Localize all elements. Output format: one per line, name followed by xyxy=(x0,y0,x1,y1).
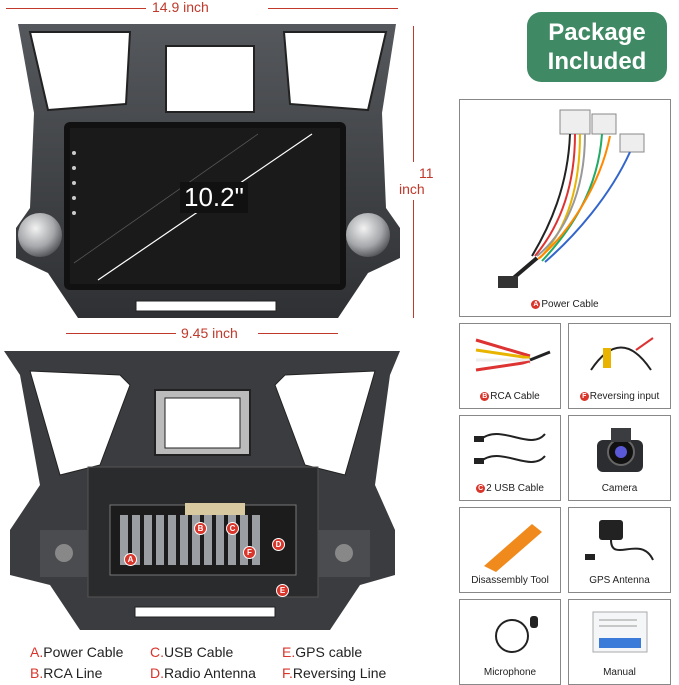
card-camera: Camera xyxy=(568,415,671,501)
back-marker-b: B xyxy=(194,522,207,535)
back-marker-c: C xyxy=(226,522,239,535)
screen-size-label: 10.2" xyxy=(180,182,248,213)
disassembly-tool-image xyxy=(484,524,542,572)
back-marker-f: F xyxy=(243,546,256,559)
height-dimension-number: 11 xyxy=(419,165,434,181)
disassembly-tool-caption: Disassembly Tool xyxy=(471,575,549,586)
power-cable-image xyxy=(498,109,645,288)
legend-item-b: B.RCA Line xyxy=(30,665,103,681)
camera-image xyxy=(597,428,643,472)
back-frame-illustration xyxy=(4,351,400,630)
usb-cable-image xyxy=(474,433,546,464)
height-dimension-line-bottom xyxy=(413,200,414,318)
rca-cable-image xyxy=(475,338,551,382)
height-dimension-unit: inch xyxy=(399,181,425,197)
manual-caption: Manual xyxy=(603,667,636,678)
screen-width-line-right xyxy=(258,333,338,334)
card-disassembly-tool: Disassembly Tool xyxy=(459,507,561,593)
microphone-image xyxy=(495,616,538,653)
back-marker-e: E xyxy=(276,584,289,597)
front-bezel-illustration xyxy=(16,24,400,318)
width-dimension-line-left xyxy=(6,8,146,9)
width-dimension-line-right xyxy=(268,8,398,9)
manual-image xyxy=(592,611,648,653)
back-marker-d: D xyxy=(272,538,285,551)
card-manual: Manual xyxy=(568,599,671,685)
back-marker-a: A xyxy=(124,553,137,566)
height-dimension-line-top xyxy=(413,26,414,162)
legend-item-a: A.Power Cable xyxy=(30,644,124,660)
package-included-badge: Package Included xyxy=(527,12,667,82)
gps-antenna-caption: GPS Antenna xyxy=(589,575,650,586)
badge-line-1: Package xyxy=(548,19,646,46)
screen-width-line-left xyxy=(66,333,176,334)
reversing-input-image xyxy=(590,337,654,371)
legend-item-f: F.Reversing Line xyxy=(282,665,387,681)
badge-line-2: Included xyxy=(547,48,647,75)
legend-item-e: E.GPS cable xyxy=(282,644,363,660)
card-gps-antenna: GPS Antenna xyxy=(568,507,671,593)
microphone-caption: Microphone xyxy=(483,667,537,678)
width-dimension-label: 14.9 inch xyxy=(152,0,209,15)
camera-caption: Camera xyxy=(601,483,638,494)
card-microphone: Microphone xyxy=(459,599,561,685)
screen-width-label: 9.45 inch xyxy=(181,325,238,341)
gps-antenna-image xyxy=(585,520,654,561)
legend-item-d: D.Radio Antenna xyxy=(150,665,256,681)
legend-item-c: C.USB Cable xyxy=(150,644,234,660)
